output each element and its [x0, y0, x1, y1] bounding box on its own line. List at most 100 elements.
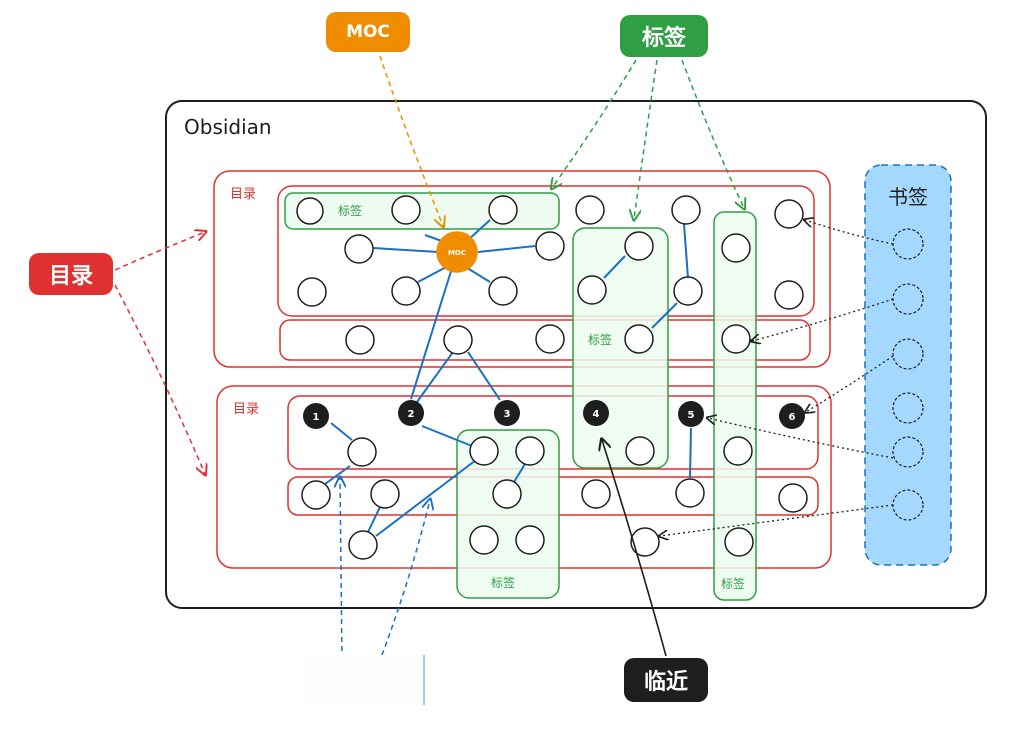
moc-node-label: MOC [448, 249, 466, 257]
directory-arrow [114, 284, 205, 474]
tags-arrow [552, 59, 637, 188]
directory-top-label: 目录 [230, 187, 256, 202]
note-link [603, 255, 626, 279]
note-node [488, 195, 518, 225]
tag-group-bottom [456, 429, 560, 599]
nearby-arrow [602, 440, 667, 657]
search-arrows [340, 478, 430, 661]
note-node [535, 324, 565, 354]
bookmark-links [660, 220, 894, 536]
recent-node [303, 403, 329, 429]
recent-node [779, 403, 805, 429]
note-node [344, 234, 374, 264]
note-node [535, 231, 565, 261]
directory-arrow [114, 232, 205, 271]
recent-node-number: 1 [313, 412, 320, 423]
moc-node [436, 231, 478, 273]
note-node [671, 195, 701, 225]
note-node [443, 325, 473, 355]
recent-node-number: 6 [789, 412, 796, 423]
note-node [492, 479, 522, 509]
recent-node-number: 5 [688, 410, 695, 421]
note-node [370, 479, 400, 509]
note-node [673, 276, 703, 306]
bookmarks-title: 书签 [888, 185, 928, 209]
bookmark-slot [892, 436, 924, 468]
directory-bottom-label: 目录 [233, 402, 259, 417]
recent-node [494, 400, 520, 426]
obsidian-frame [165, 100, 987, 609]
note-link [367, 506, 381, 533]
bookmark-link [805, 220, 894, 245]
bookmark-link [806, 355, 894, 412]
tag-group-bottom-label: 标签 [491, 575, 515, 590]
directories-badge: 目录 [29, 253, 113, 295]
recent-node [398, 400, 424, 426]
obsidian-title: Obsidian [184, 115, 272, 139]
subdirectory-top-1 [277, 185, 815, 317]
note-node [774, 280, 804, 310]
note-link [683, 223, 689, 279]
note-node [301, 480, 331, 510]
directory-arrows [114, 232, 205, 474]
note-link [689, 427, 692, 479]
note-link [467, 219, 491, 241]
note-link [410, 267, 453, 400]
tag-group-right-label: 标签 [721, 576, 745, 591]
note-link [513, 463, 526, 483]
tag-group-middle [572, 227, 669, 469]
note-node [577, 275, 607, 305]
note-node [624, 231, 654, 261]
tags-arrow [681, 59, 744, 208]
note-node [625, 436, 655, 466]
note-node [488, 276, 518, 306]
note-node [721, 233, 751, 263]
tag-group-top-row-label: 标签 [338, 203, 362, 218]
note-node [391, 195, 421, 225]
note-link [477, 245, 536, 253]
note-node [515, 525, 545, 555]
tags-arrows [552, 59, 744, 219]
note-link [324, 465, 351, 485]
note-link [421, 425, 473, 447]
bookmarks-panel [864, 164, 952, 566]
recent-nodes: 1 2 3 4 5 6 [303, 400, 805, 429]
tag-group-top-row [284, 192, 560, 230]
note-link [467, 351, 501, 401]
note-link [330, 422, 353, 441]
recent-node-number: 4 [593, 409, 600, 420]
note-node [391, 276, 421, 306]
directory-top [213, 170, 831, 368]
note-node [724, 527, 754, 557]
note-node [348, 530, 378, 560]
note-node [721, 324, 751, 354]
tag-group-middle-label: 标签 [588, 332, 612, 347]
note-node [581, 479, 611, 509]
note-link [372, 247, 439, 253]
note-node [778, 483, 808, 513]
note-node [774, 199, 804, 229]
moc-badge: MOC [326, 12, 410, 52]
subdirectory-top-2 [279, 319, 811, 361]
tags-arrow [634, 59, 658, 219]
bookmark-link [660, 504, 894, 536]
note-node [345, 325, 375, 355]
search-arrow [340, 478, 342, 661]
note-link [651, 302, 678, 329]
recent-node [678, 401, 704, 427]
recent-node-number: 3 [504, 409, 511, 420]
note-nodes [296, 195, 808, 560]
note-node [297, 277, 327, 307]
recent-node-number: 2 [408, 409, 415, 420]
note-node [630, 527, 660, 557]
bookmark-link [708, 418, 894, 459]
note-node [469, 436, 499, 466]
note-node [675, 478, 705, 508]
search-arrow [381, 500, 430, 656]
note-link [416, 351, 454, 403]
blurred-source-box [302, 655, 425, 705]
note-node [515, 436, 545, 466]
moc-arrow [379, 55, 443, 226]
note-node [723, 436, 753, 466]
